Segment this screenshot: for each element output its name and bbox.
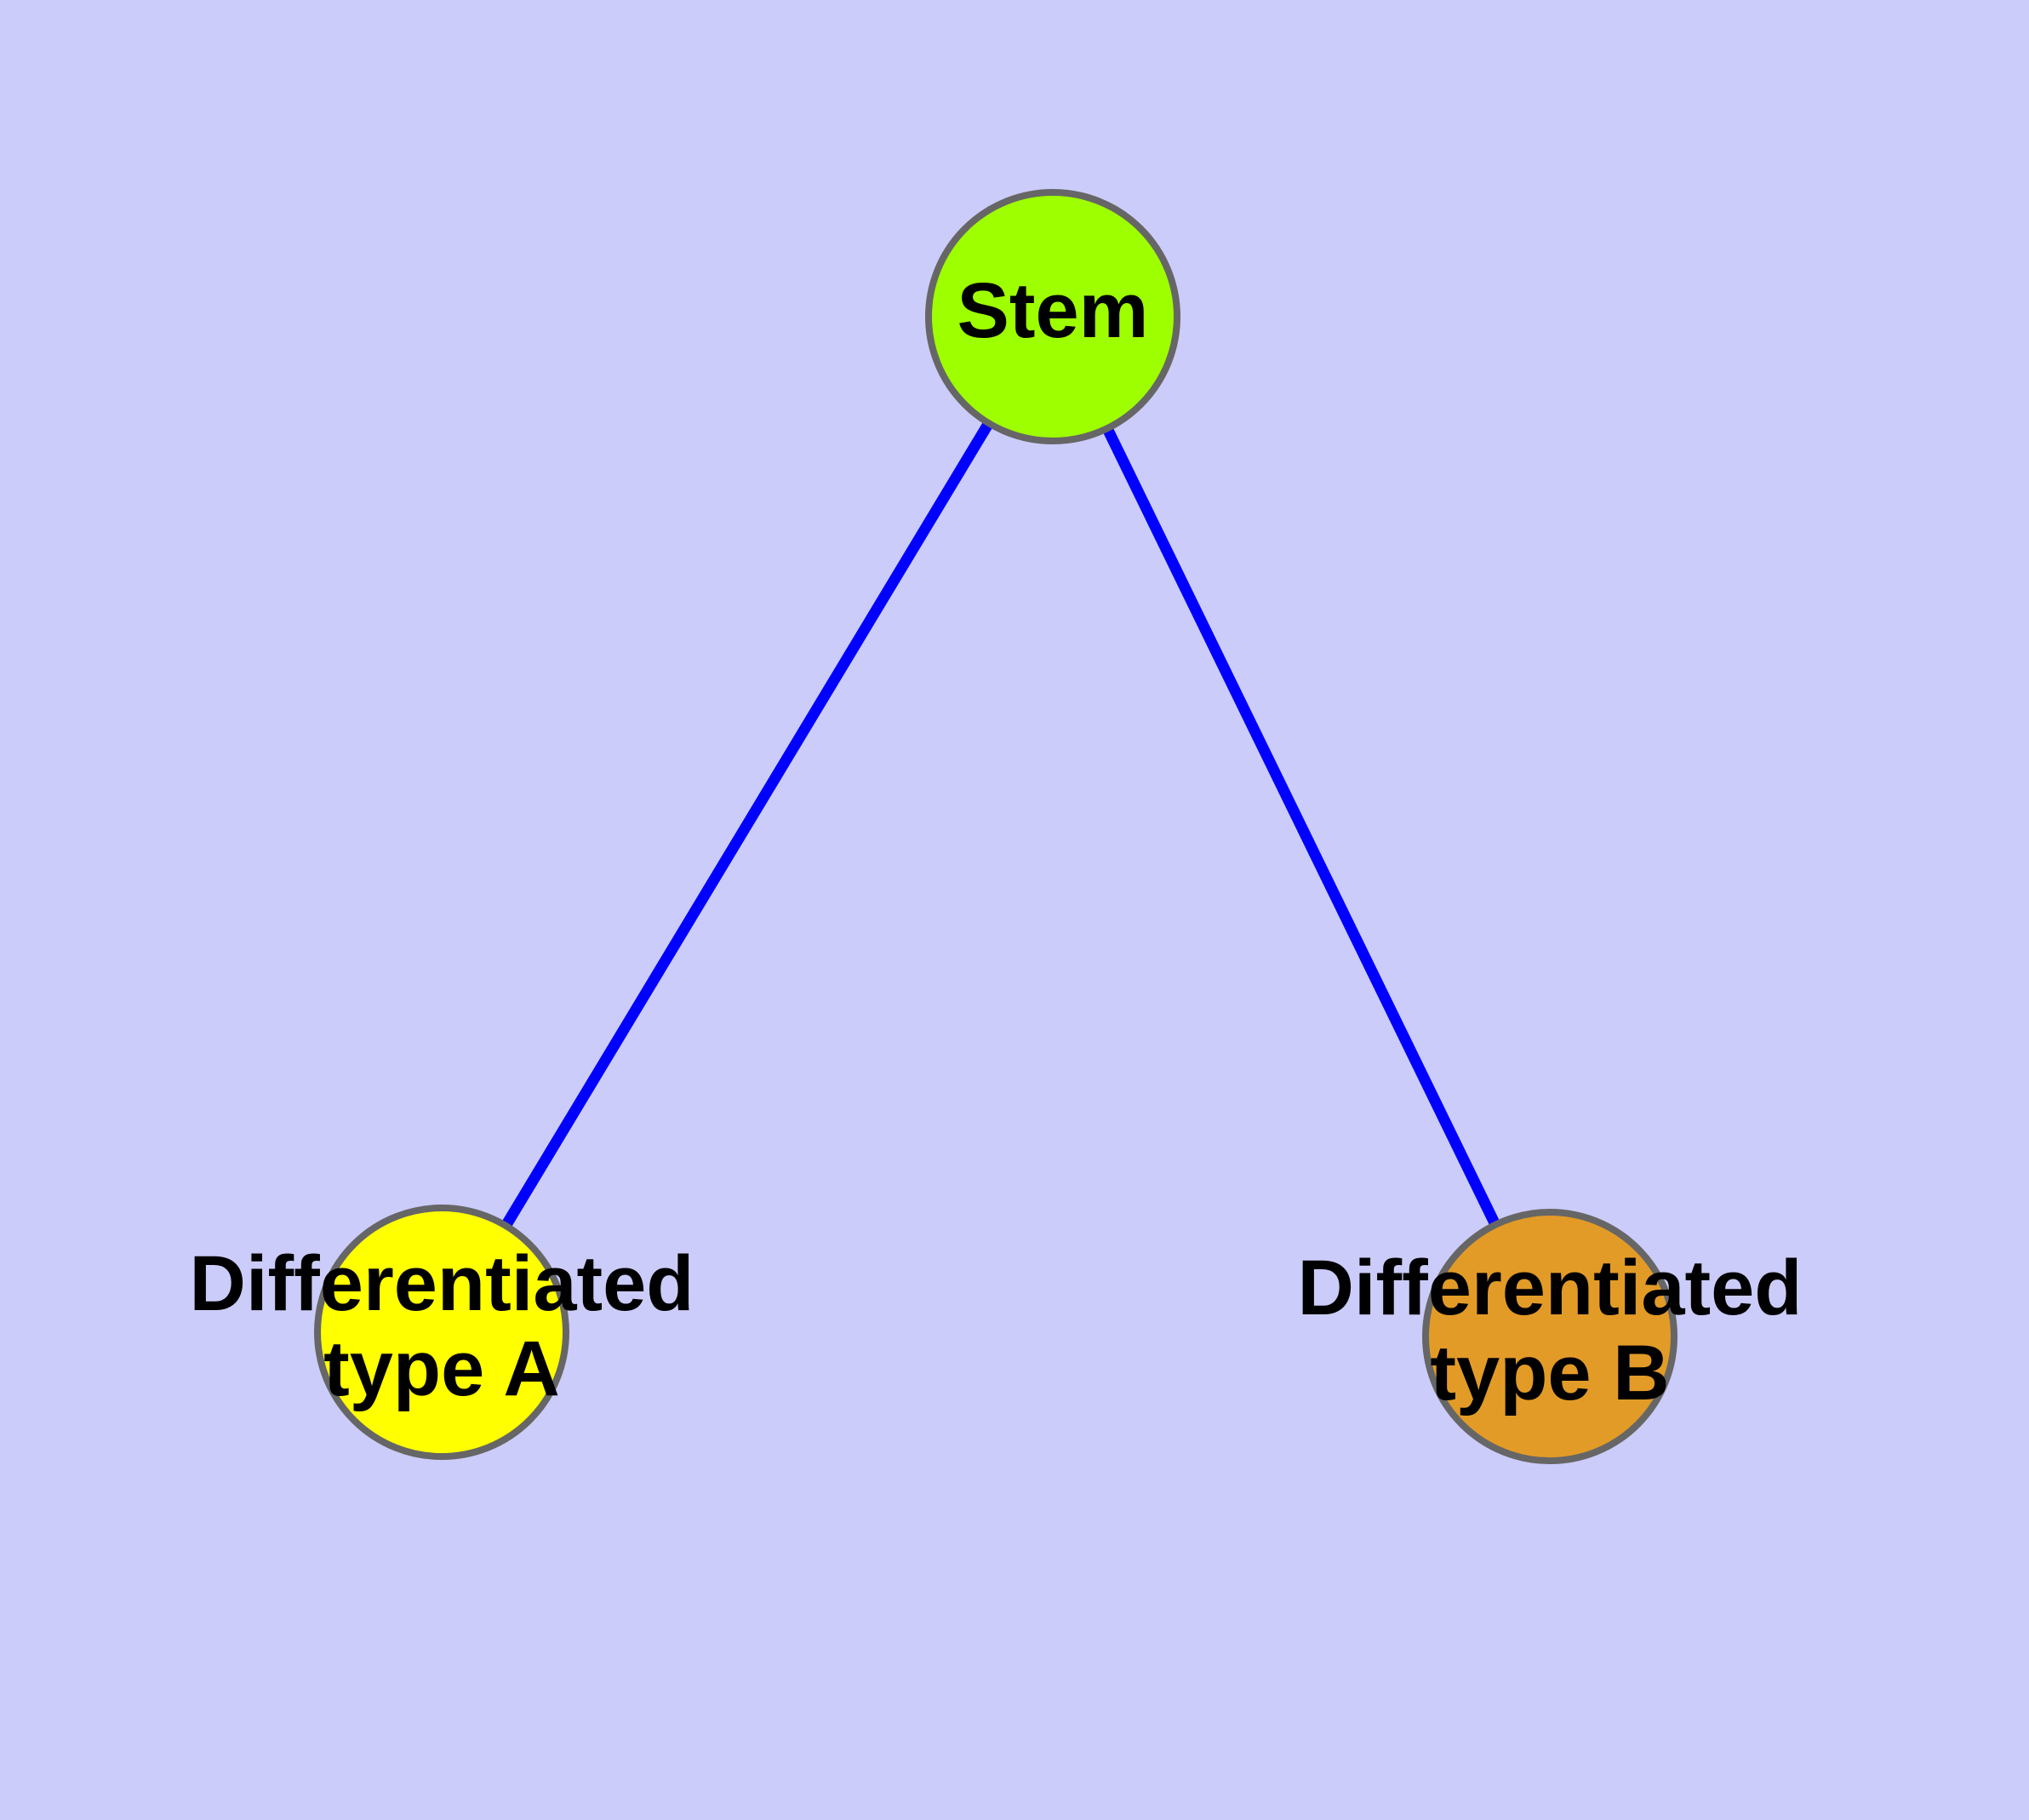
node-circle-diff_a[interactable] bbox=[314, 1205, 569, 1460]
node-label-line: Differentiated bbox=[190, 1240, 694, 1327]
node-label-line: type A bbox=[323, 1325, 560, 1412]
node-stem[interactable]: Stem bbox=[925, 189, 1180, 444]
node-label-line: type B bbox=[1430, 1330, 1669, 1417]
edge-stem-b[interactable] bbox=[1101, 424, 1501, 1229]
edges-layer bbox=[500, 419, 1501, 1230]
node-circle-stem[interactable] bbox=[925, 189, 1180, 444]
edge-stem-a[interactable] bbox=[500, 419, 995, 1230]
node-circle-diff_b[interactable] bbox=[1422, 1209, 1677, 1464]
node-label-line: Stem bbox=[957, 267, 1149, 354]
node-label-line: Differentiated bbox=[1298, 1245, 1803, 1331]
node-label-stem: Stem bbox=[957, 267, 1149, 354]
